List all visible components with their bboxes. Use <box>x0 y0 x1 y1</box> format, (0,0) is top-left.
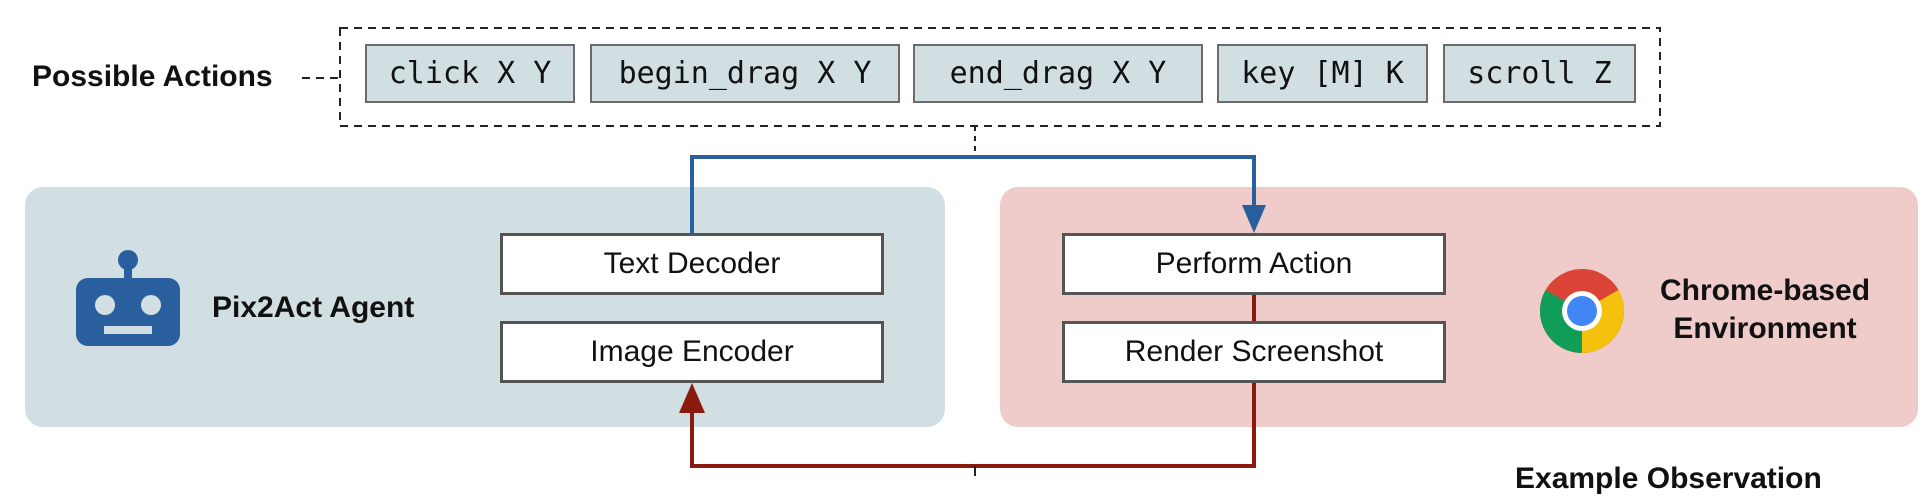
connector-arrows <box>76 27 1661 476</box>
perform-action-box: Perform Action <box>1062 233 1446 295</box>
action-arrow <box>690 155 1256 233</box>
environment-name-line1: Chrome-based <box>1659 274 1871 307</box>
possible-actions-label: Possible Actions <box>32 60 273 93</box>
observation-arrow <box>690 383 1256 468</box>
actions-dashed-box <box>339 27 1661 127</box>
action-begin-drag: begin_drag X Y <box>590 44 900 103</box>
action-arrowhead <box>1242 205 1266 233</box>
image-encoder-box: Image Encoder <box>500 321 884 383</box>
environment-panel <box>1000 187 1918 427</box>
robot-icon <box>76 250 180 346</box>
text-decoder-box: Text Decoder <box>500 233 884 295</box>
action-click: click X Y <box>365 44 575 103</box>
chrome-icon <box>1539 269 1625 353</box>
environment-name: Chrome-based Environment <box>1640 272 1890 348</box>
observation-arrowhead <box>679 383 705 413</box>
environment-name-line2: Environment <box>1673 312 1857 345</box>
action-key: key [M] K <box>1217 44 1428 103</box>
agent-name: Pix2Act Agent <box>212 291 415 324</box>
render-screenshot-box: Render Screenshot <box>1062 321 1446 383</box>
action-end-drag: end_drag X Y <box>913 44 1203 103</box>
example-observation-label: Example Observation <box>1515 462 1822 495</box>
action-scroll: scroll Z <box>1443 44 1636 103</box>
